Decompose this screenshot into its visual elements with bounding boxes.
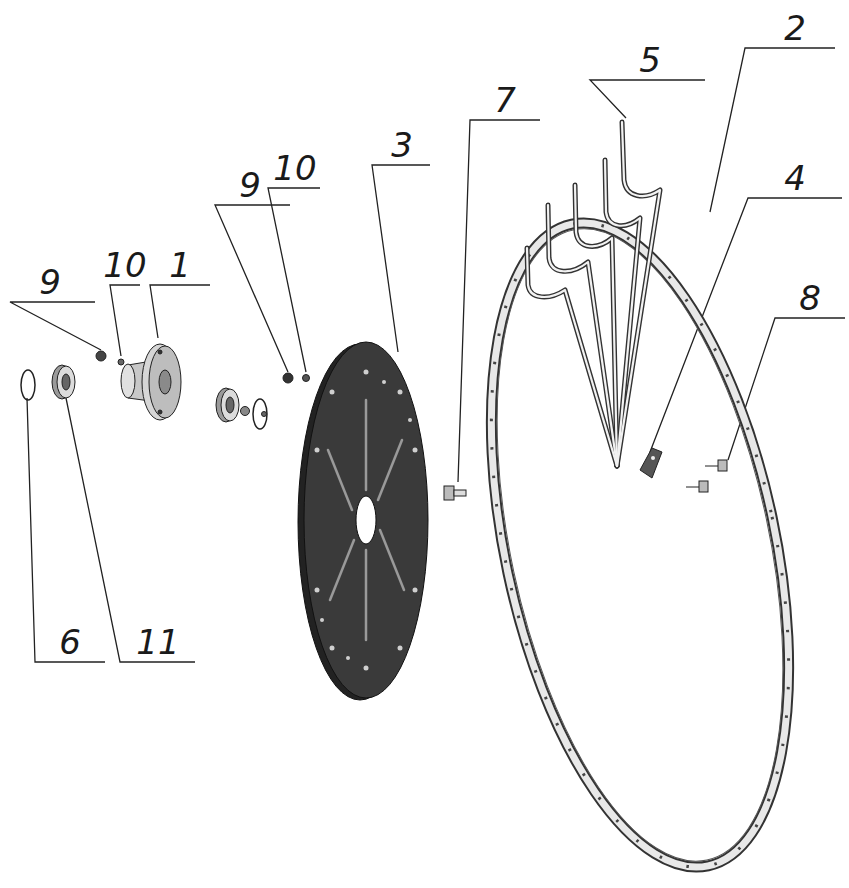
bracket bbox=[640, 448, 662, 478]
rim-ring bbox=[440, 196, 840, 888]
nuts bbox=[96, 351, 310, 417]
callout-number: 9 bbox=[239, 168, 261, 202]
callout-number: 8 bbox=[799, 281, 821, 315]
bearings bbox=[52, 365, 239, 422]
tines bbox=[527, 122, 660, 466]
callout-number: 7 bbox=[494, 83, 516, 117]
callout-number: 2 bbox=[784, 11, 806, 45]
bolts bbox=[686, 460, 727, 492]
callout-number: 3 bbox=[391, 128, 413, 162]
callout-number: 11 bbox=[136, 625, 179, 659]
callout-number: 10 bbox=[103, 248, 146, 282]
disc bbox=[298, 342, 428, 700]
callout-number: 6 bbox=[59, 625, 81, 659]
callout-number: 4 bbox=[784, 161, 806, 195]
bolt bbox=[444, 486, 466, 500]
callout-number: 5 bbox=[639, 43, 661, 77]
callout-number: 9 bbox=[39, 265, 61, 299]
hub bbox=[121, 344, 181, 420]
circlips bbox=[21, 370, 267, 429]
callout-number: 10 bbox=[273, 151, 316, 185]
callout-number: 1 bbox=[169, 248, 191, 282]
